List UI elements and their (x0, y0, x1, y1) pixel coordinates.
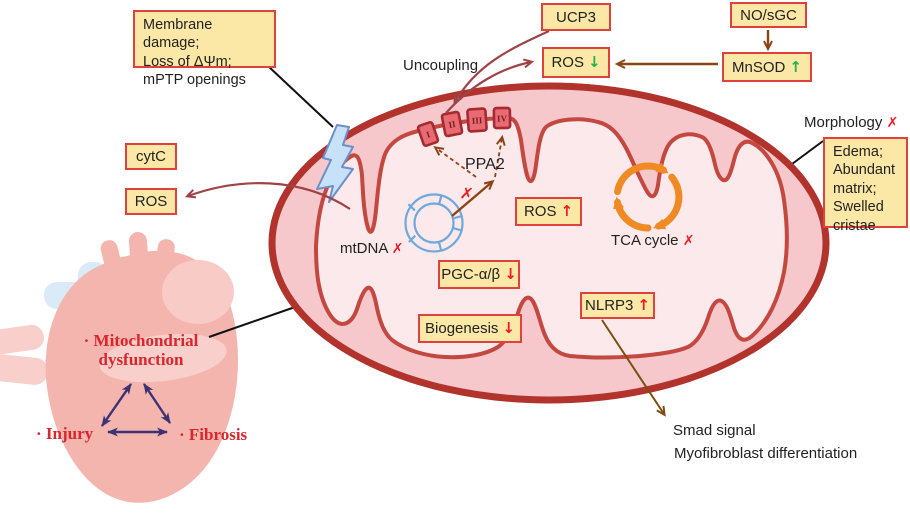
arrow-uncoupling-to-ros-down (445, 58, 535, 114)
mtdna-label: mtDNA ✗ (340, 240, 404, 257)
broken-arrow-x-mark: ✗ (458, 183, 475, 204)
no-sgc-box: NO/sGC (730, 2, 807, 28)
red-up-arrow: ↑ (560, 202, 574, 220)
arrow-mtdna-to-ppa2 (451, 179, 495, 217)
tca-cycle-label: TCA cycle ✗ (611, 232, 695, 249)
svg-text:I: I (425, 129, 432, 140)
complex-ii: II (440, 110, 464, 138)
ros-increase-box: ROS ↑ (515, 197, 582, 226)
arrow-ppa2-to-complex-i (433, 146, 477, 178)
nlrp3-box: NLRP3 ↑ (580, 292, 655, 319)
mnsod-box: MnSOD ↑ (722, 52, 812, 82)
ppa2-label: PPA2 (465, 156, 505, 173)
svg-text:IV: IV (497, 113, 508, 123)
ucp3-box: UCP3 (541, 3, 611, 31)
biogenesis-box: Biogenesis ↓ (418, 314, 522, 343)
svg-text:II: II (448, 119, 457, 130)
connector-heart-mito (208, 305, 299, 338)
green-down-arrow: ↓ (587, 53, 601, 71)
uncoupling-label: Uncoupling (403, 57, 479, 74)
complex-iv: IV (492, 106, 512, 130)
tca-cycle-icon (613, 162, 683, 232)
myofibroblast-label: Myofibroblast differentiation (674, 445, 858, 462)
complex-i: I (416, 121, 440, 147)
arrow-nlrp3-to-smad (601, 319, 666, 417)
smad-signal-label: Smad signal (673, 422, 756, 439)
heart-illustration (0, 232, 239, 503)
red-x-mark: ✗ (886, 115, 899, 131)
svg-text:III: III (471, 115, 483, 126)
pgc-box: PGC-α/β ↓ (438, 260, 520, 289)
fibrosis-label: · Fibrosis (179, 425, 248, 444)
mtdna-ring-icon (404, 193, 464, 253)
cytc-box: cytC (125, 143, 177, 170)
edema-box: Edema; Abundant matrix; Swelled cristae (823, 137, 908, 234)
red-x-mark: ✗ (682, 233, 695, 249)
morphology-label: Morphology ✗ (804, 114, 899, 131)
arrow-mito-to-ros-left (184, 182, 351, 210)
red-down-arrow: ↓ (504, 265, 517, 283)
lightning-bolt-icon (316, 124, 354, 203)
mitochondrial-dysfunction-label: · Mitochondrial dysfunction (83, 331, 199, 370)
membrane-damage-box: Membrane damage; Loss of ΔΨm; mPTP openi… (133, 10, 276, 88)
green-up-arrow: ↑ (789, 57, 802, 76)
red-x-mark: ✗ (391, 241, 404, 257)
injury-label: · Injury (36, 424, 94, 443)
red-up-arrow: ↑ (637, 296, 650, 314)
ros-left-box: ROS (125, 188, 177, 215)
red-down-arrow: ↓ (502, 319, 515, 337)
complex-iii: III (466, 107, 488, 133)
arrow-ucp3-to-complexes (453, 30, 550, 105)
connector-morphology (787, 140, 824, 168)
ros-decrease-box: ROS ↓ (542, 47, 610, 78)
connector-membrane-damage (267, 65, 334, 128)
triangle-arrows (101, 383, 171, 437)
